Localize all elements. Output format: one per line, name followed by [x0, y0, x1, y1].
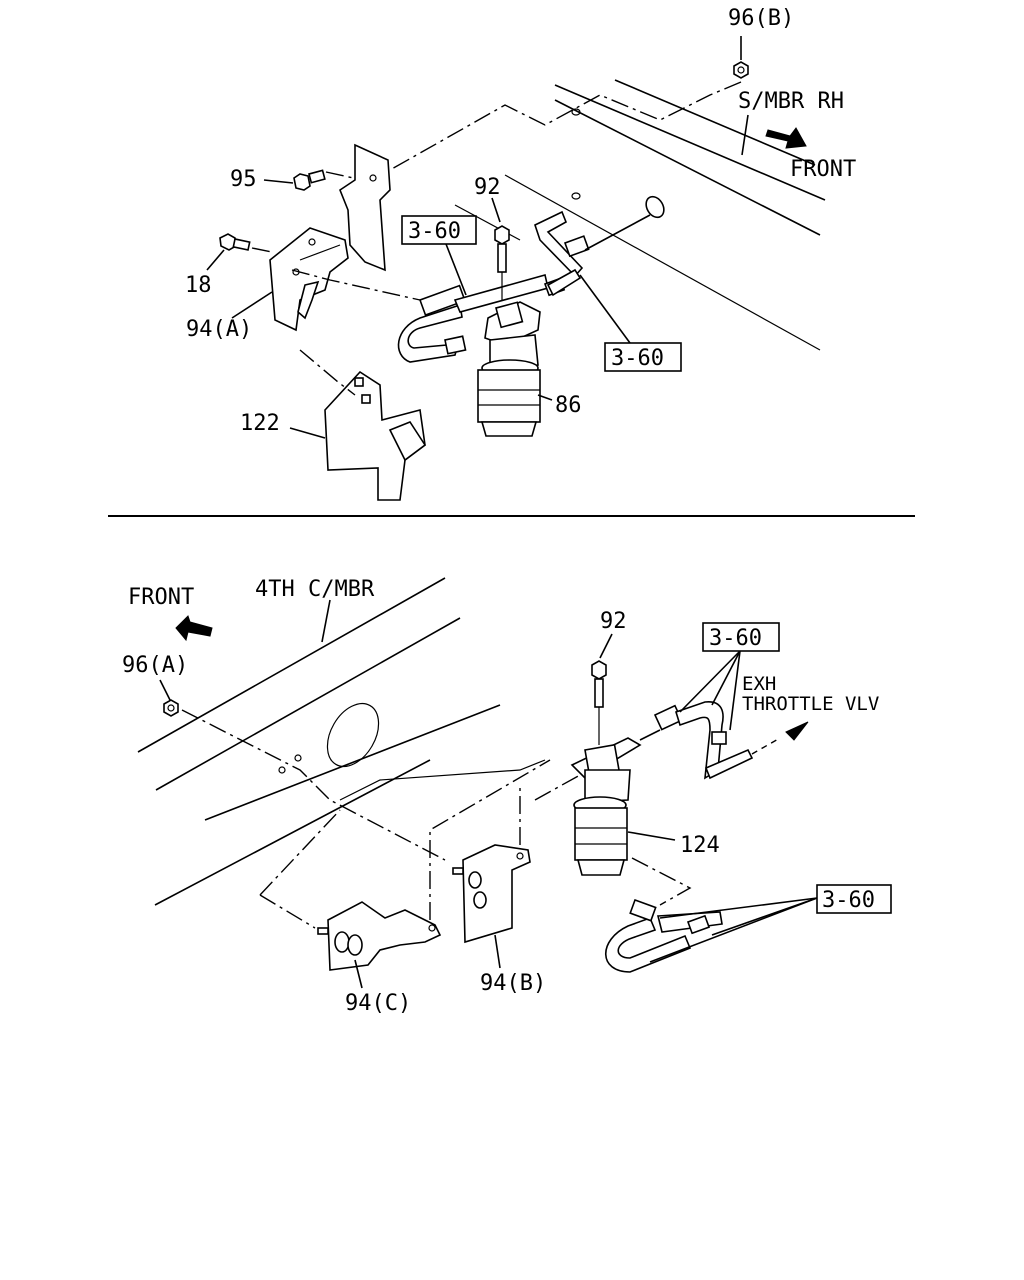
label-bracket-94c: 94(C) — [345, 991, 411, 1016]
ref-box-3-60-right — [604, 342, 682, 372]
top-view: 96(B) S/MBR RH FRONT 95 18 — [185, 6, 856, 501]
label-bracket-94b: 94(B) — [480, 971, 546, 996]
label-nut-96b: 96(B) — [728, 6, 794, 31]
front-arrow-icon — [765, 127, 807, 149]
side-member-frame — [454, 79, 826, 351]
label-nut-96a: 96(A) — [122, 653, 188, 678]
label-side-member: S/MBR RH — [738, 89, 844, 114]
cover-122 — [324, 370, 427, 501]
hose-lower-loop — [604, 898, 723, 973]
label-exh: EXH — [742, 673, 776, 695]
bolt-18 — [219, 233, 251, 251]
front-arrow-icon — [175, 615, 213, 642]
label-part-124: 124 — [680, 833, 720, 858]
part-86-filter — [477, 301, 541, 437]
bracket-upper-plate — [339, 143, 391, 272]
label-ref-3-60-right: 3-60 — [611, 346, 664, 371]
bracket-94c — [317, 901, 442, 971]
bracket-94a — [269, 227, 349, 332]
hose-upper-right — [639, 701, 754, 780]
label-cover-122: 122 — [240, 411, 280, 436]
bolt-92-top — [494, 225, 510, 273]
ref-box-3-60-left — [401, 215, 477, 245]
label-ref-3-60-left: 3-60 — [408, 219, 461, 244]
label-front-top: FRONT — [790, 157, 856, 182]
label-throttle-vlv: THROTTLE VLV — [742, 693, 879, 715]
label-bolt-18: 18 — [185, 273, 212, 298]
bracket-94b — [452, 844, 531, 944]
nut-96a — [163, 699, 179, 717]
label-ref-3-60-bottom: 3-60 — [822, 888, 875, 913]
nut-96b — [733, 61, 749, 79]
label-bolt-92-bottom: 92 — [600, 609, 627, 634]
hose-right — [534, 210, 590, 297]
bottom-view: FRONT 4TH C/MBR 96(A) — [122, 577, 892, 1016]
cross-member-frame — [137, 577, 546, 906]
label-bolt-92-top: 92 — [474, 175, 501, 200]
ref-box-3-60-bottom — [816, 884, 892, 914]
ref-box-3-60-top — [702, 622, 780, 652]
bolt-95 — [293, 169, 326, 191]
label-part-86: 86 — [555, 393, 582, 418]
part-124-filter — [570, 737, 642, 876]
label-bracket-94a: 94(A) — [186, 317, 252, 342]
label-bolt-95: 95 — [230, 167, 257, 192]
bolt-92-bottom — [591, 660, 607, 708]
label-cross-member: 4TH C/MBR — [255, 577, 375, 602]
label-ref-3-60-top: 3-60 — [709, 626, 762, 651]
label-front-bottom: FRONT — [128, 585, 194, 610]
